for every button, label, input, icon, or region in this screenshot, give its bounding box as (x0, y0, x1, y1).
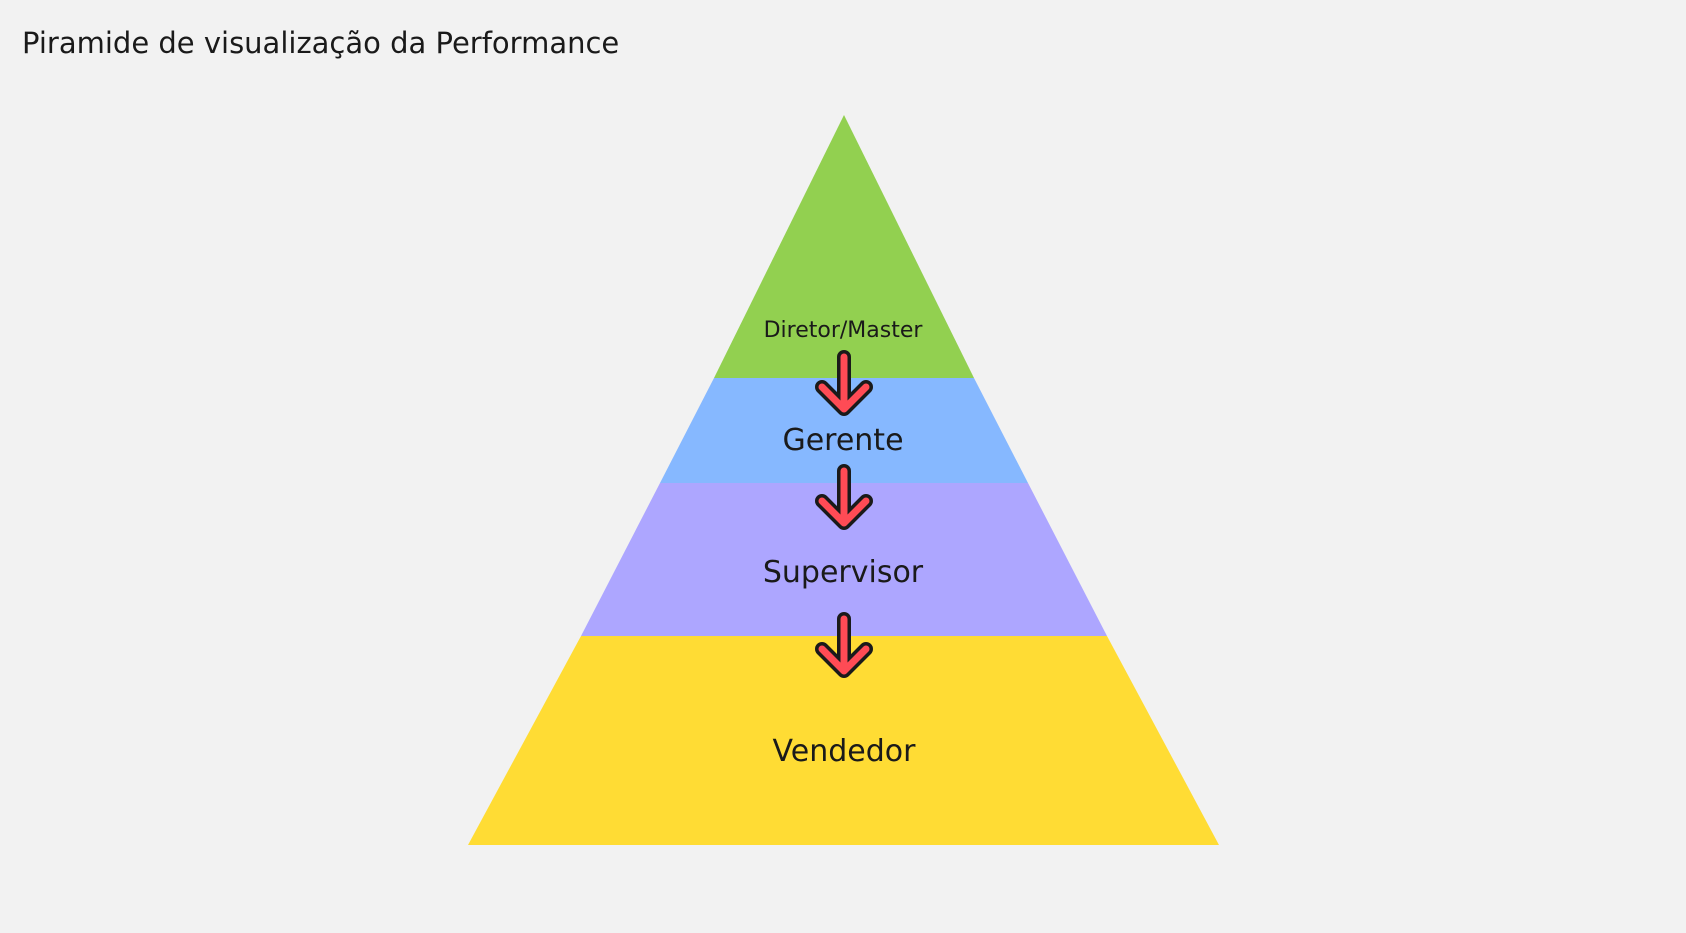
level-label-diretor-master: Diretor/Master (764, 318, 924, 343)
pyramid-band-diretor-master (714, 115, 974, 378)
pyramid-level-vendedor: Vendedor (468, 636, 1219, 845)
pyramid-band-gerente (660, 378, 1028, 483)
level-label-supervisor: Supervisor (763, 555, 924, 590)
pyramid-band-supervisor (581, 483, 1107, 636)
pyramid-level-diretor-master: Diretor/Master (714, 115, 974, 378)
pyramid-level-gerente: Gerente (660, 378, 1028, 483)
arrow-down-icon (815, 612, 873, 678)
level-label-vendedor: Vendedor (773, 734, 917, 769)
pyramid-level-supervisor: Supervisor (581, 483, 1107, 636)
arrow-down-icon (815, 350, 873, 416)
pyramid-band-vendedor (468, 636, 1219, 845)
arrow-down-icon (815, 464, 873, 530)
level-label-gerente: Gerente (782, 423, 903, 458)
page-title: Piramide de visualização da Performance (22, 26, 620, 60)
